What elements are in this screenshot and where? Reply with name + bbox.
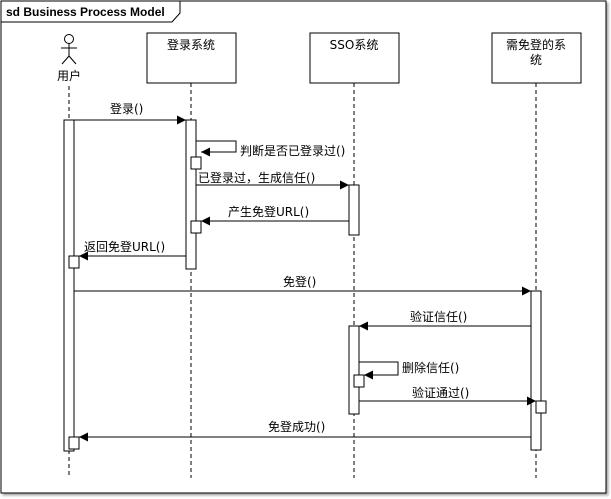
- lifeline-sso-head: [309, 32, 400, 84]
- activation-login: [185, 119, 197, 270]
- activation-free-nested: [535, 400, 547, 414]
- activation-user-final: [68, 436, 80, 450]
- msg-return-label: 返回免登URL(): [84, 239, 165, 254]
- activation-free: [530, 290, 542, 451]
- activation-user: [63, 119, 75, 452]
- lifeline-login-label: 登录系统: [167, 37, 215, 52]
- msg-pass-label: 验证通过(): [412, 385, 469, 400]
- activation-sso-self: [353, 374, 365, 388]
- msg-delete-arrow: [359, 361, 399, 380]
- msg-url-label: 产生免登URL(): [228, 204, 309, 219]
- activation-login-self: [190, 156, 202, 170]
- actor-label: 用户: [57, 68, 81, 83]
- msg-verify-label: 验证信任(): [410, 309, 467, 324]
- frame-title-tab: [0, 0, 181, 23]
- actor-user: [61, 34, 77, 65]
- lifeline-sso-label: SSO系统: [330, 38, 379, 52]
- msg-check-label: 判断是否已登录过(): [240, 143, 345, 158]
- lifeline-login-head: [146, 32, 237, 84]
- lifeline-free-label-2: 统: [530, 53, 542, 67]
- msg-check-arrow: [196, 140, 237, 157]
- msg-delete-label: 删除信任(): [402, 360, 459, 375]
- frame-title: sd Business Process Model: [6, 5, 165, 19]
- lifeline-free-head: [491, 32, 582, 84]
- activation-login-return: [190, 220, 202, 234]
- activation-sso-2: [348, 325, 360, 415]
- activation-sso-1: [348, 184, 360, 236]
- lifeline-free-label-1: 需免登的系: [506, 37, 566, 52]
- msg-free-label: 免登(): [283, 274, 316, 289]
- msg-success-label: 免登成功(): [268, 419, 325, 434]
- msg-login-label: 登录(): [110, 101, 143, 116]
- msg-trust-label: 已登录过，生成信任(): [198, 170, 315, 185]
- activation-user-return: [68, 255, 80, 269]
